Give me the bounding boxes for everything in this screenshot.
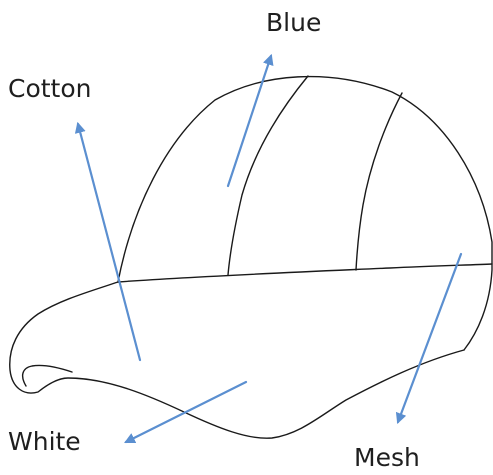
cap-seam-left [228,76,308,275]
cap-seam-right [356,93,402,270]
label-mesh: Mesh [354,445,420,470]
label-cotton: Cotton [8,76,92,101]
cap-brim-outline [10,282,464,438]
cap-brim-curl [23,365,72,386]
arrow-cotton [78,124,140,360]
arrow-mesh [398,254,461,422]
arrow-white [126,382,246,442]
cap-band-line [118,264,492,282]
cap-crown-outline [118,77,492,350]
arrow-blue [228,56,271,186]
label-blue: Blue [266,10,321,35]
label-white: White [8,429,81,454]
